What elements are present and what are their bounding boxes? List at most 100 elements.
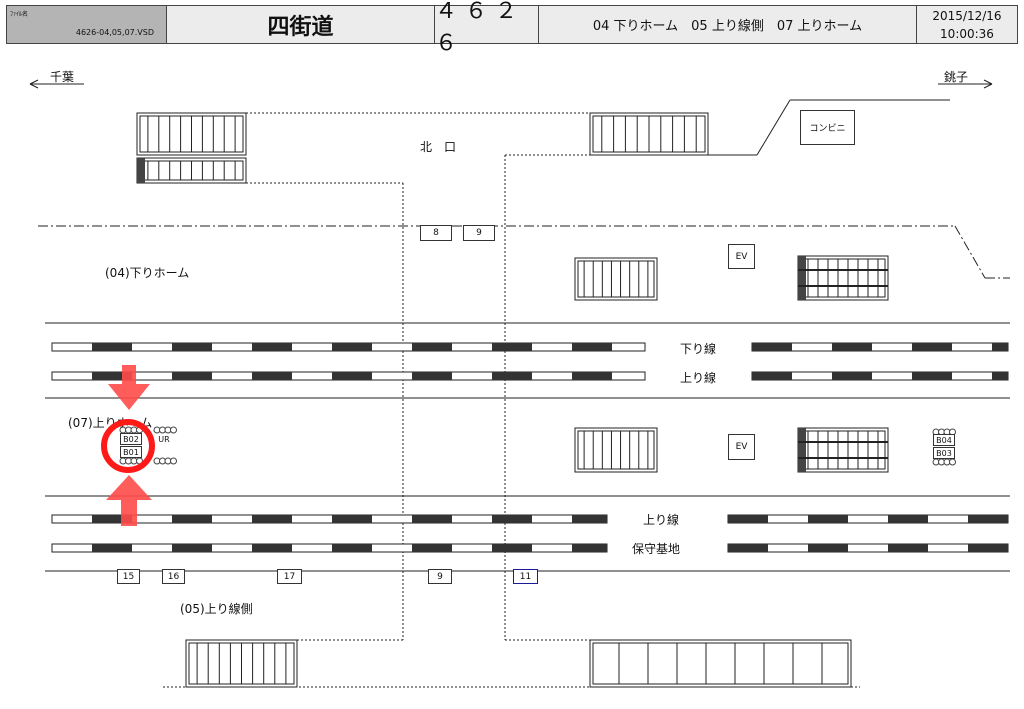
track-sleeper	[332, 515, 372, 523]
track-sleeper	[752, 343, 792, 351]
track-sleeper	[172, 372, 212, 380]
up-side-label: (05)上り線側	[180, 602, 253, 616]
device-roller	[949, 458, 956, 466]
station-name: 四街道	[167, 6, 435, 43]
stair-inner	[577, 430, 655, 470]
track-sleeper	[412, 343, 452, 351]
track-sleeper	[992, 343, 1008, 351]
track-sleeper	[252, 544, 292, 552]
track-sleeper	[832, 343, 872, 351]
arrow-right-head	[983, 79, 993, 85]
convenience-store: コンビニ	[800, 110, 855, 145]
track-sleeper	[808, 544, 848, 552]
device-b03[interactable]: B03	[933, 447, 955, 459]
track-sleeper	[572, 343, 612, 351]
track-sleeper	[968, 544, 1008, 552]
track-sleeper	[92, 372, 132, 380]
track-sleeper	[572, 372, 612, 380]
arrow-left-head	[29, 83, 39, 89]
track-sleeper	[572, 515, 607, 523]
track-sleeper	[412, 515, 452, 523]
up-arrow-icon	[106, 475, 152, 526]
track-sleeper	[492, 544, 532, 552]
date: 2015/12/16	[932, 8, 1002, 23]
file-label: ﾌｧｲﾙ名	[10, 11, 29, 18]
datetime: 2015/12/16 10:00:36	[917, 6, 1017, 43]
track-depot-label: 保守基地	[632, 542, 681, 556]
down-home-label: (04)下りホーム	[105, 266, 190, 280]
north-exit-label: 北 口	[420, 140, 457, 154]
elevator-top: EV	[728, 244, 755, 269]
track-sleeper	[572, 544, 607, 552]
stair-inner	[592, 642, 849, 685]
track-sleeper	[252, 515, 292, 523]
marker-9: 9	[428, 569, 452, 584]
device-b02[interactable]: B02	[120, 433, 142, 445]
marker-16: 16	[162, 569, 185, 584]
arrow-left-head	[29, 79, 39, 85]
platform-list: 04 下りホーム 05 上り線側 07 上りホーム	[539, 6, 917, 43]
track-sleeper	[412, 544, 452, 552]
track-up1-label: 上り線	[680, 371, 717, 385]
direction-right: 銚子	[944, 70, 969, 84]
track-sleeper	[92, 343, 132, 351]
direction-left: 千葉	[50, 70, 75, 84]
escalator-shade	[798, 256, 806, 300]
escalator-07	[797, 427, 889, 473]
track-sleeper	[172, 515, 212, 523]
track-up2-label: 上り線	[643, 513, 680, 527]
track-sleeper	[832, 372, 872, 380]
platform-edge	[954, 225, 986, 279]
stairs-south-right	[589, 639, 852, 688]
marker-15: 15	[117, 569, 140, 584]
track-sleeper	[172, 343, 212, 351]
track-sleeper	[888, 544, 928, 552]
track-sleeper	[332, 343, 372, 351]
file-info: ﾌｧｲﾙ名 4626-04,05,07.VSD	[7, 6, 167, 43]
stair-inner	[592, 115, 706, 153]
track-sleeper	[888, 515, 928, 523]
wall-line	[756, 99, 791, 156]
stairs-shade	[137, 158, 145, 183]
marker-top-9: 9	[463, 225, 495, 241]
track-sleeper	[332, 544, 372, 552]
elevator-bottom: EV	[728, 434, 755, 460]
track-sleeper	[92, 515, 132, 523]
device-b04[interactable]: B04	[933, 434, 955, 446]
track-sleeper	[752, 372, 792, 380]
track-sleeper	[492, 372, 532, 380]
marker-top-8: 8	[420, 225, 452, 241]
track-sleeper	[252, 372, 292, 380]
track-sleeper	[728, 515, 768, 523]
track-sleeper	[492, 515, 532, 523]
time: 10:00:36	[940, 26, 994, 41]
down-arrow-icon	[108, 365, 150, 410]
stair-inner	[139, 115, 244, 153]
track-sleeper	[912, 343, 952, 351]
track-sleeper	[172, 544, 212, 552]
arrow-right-head	[983, 83, 993, 89]
track-sleeper	[332, 372, 372, 380]
highlight-circle	[101, 419, 155, 473]
device-ur[interactable]: UR	[158, 434, 170, 444]
device-roller	[170, 457, 177, 465]
marker-17: 17	[277, 569, 302, 584]
stairs-07	[574, 427, 658, 473]
track-sleeper	[412, 372, 452, 380]
track-sleeper	[252, 343, 292, 351]
track-sleeper	[992, 372, 1008, 380]
track-sleeper	[808, 515, 848, 523]
track-sleeper	[92, 544, 132, 552]
escalator-04	[797, 255, 889, 301]
device-roller	[170, 426, 177, 434]
device-b01[interactable]: B01	[120, 446, 142, 458]
stair-inner	[577, 260, 655, 298]
file-name: 4626-04,05,07.VSD	[75, 28, 154, 37]
track-sleeper	[492, 343, 532, 351]
stairs-04	[574, 257, 658, 301]
escalator-shade	[798, 428, 806, 472]
marker-11: 11	[513, 569, 538, 584]
